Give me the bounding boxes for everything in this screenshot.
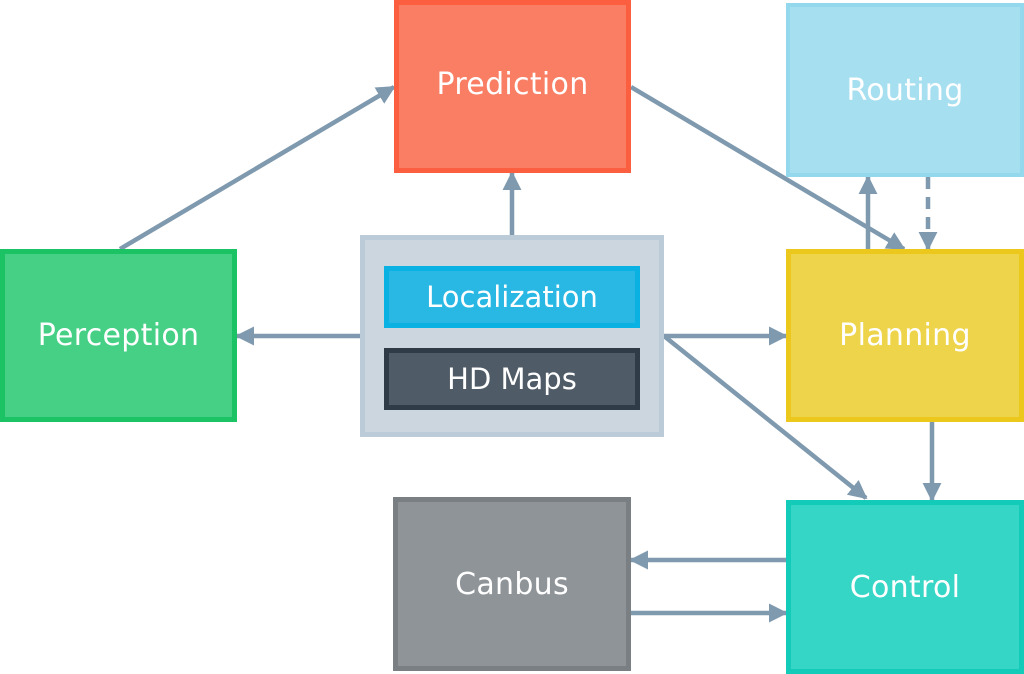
node-routing-label: Routing xyxy=(846,72,964,108)
node-control: Control xyxy=(786,500,1024,674)
node-control-label: Control xyxy=(849,569,961,605)
node-prediction-label: Prediction xyxy=(436,66,589,102)
node-prediction: Prediction xyxy=(394,0,631,173)
node-planning-label: Planning xyxy=(839,318,971,353)
node-canbus-label: Canbus xyxy=(455,566,569,602)
node-localization: Localization xyxy=(384,266,640,328)
edge-perception-to-prediction xyxy=(118,85,396,251)
node-localization-label: Localization xyxy=(426,280,598,314)
node-hd-maps-label: HD Maps xyxy=(447,362,577,396)
node-routing: Routing xyxy=(786,3,1024,177)
node-planning: Planning xyxy=(786,249,1024,422)
node-perception: Perception xyxy=(0,249,237,422)
node-perception-label: Perception xyxy=(37,318,200,353)
node-canbus: Canbus xyxy=(393,497,631,671)
node-hd-maps: HD Maps xyxy=(384,348,640,410)
